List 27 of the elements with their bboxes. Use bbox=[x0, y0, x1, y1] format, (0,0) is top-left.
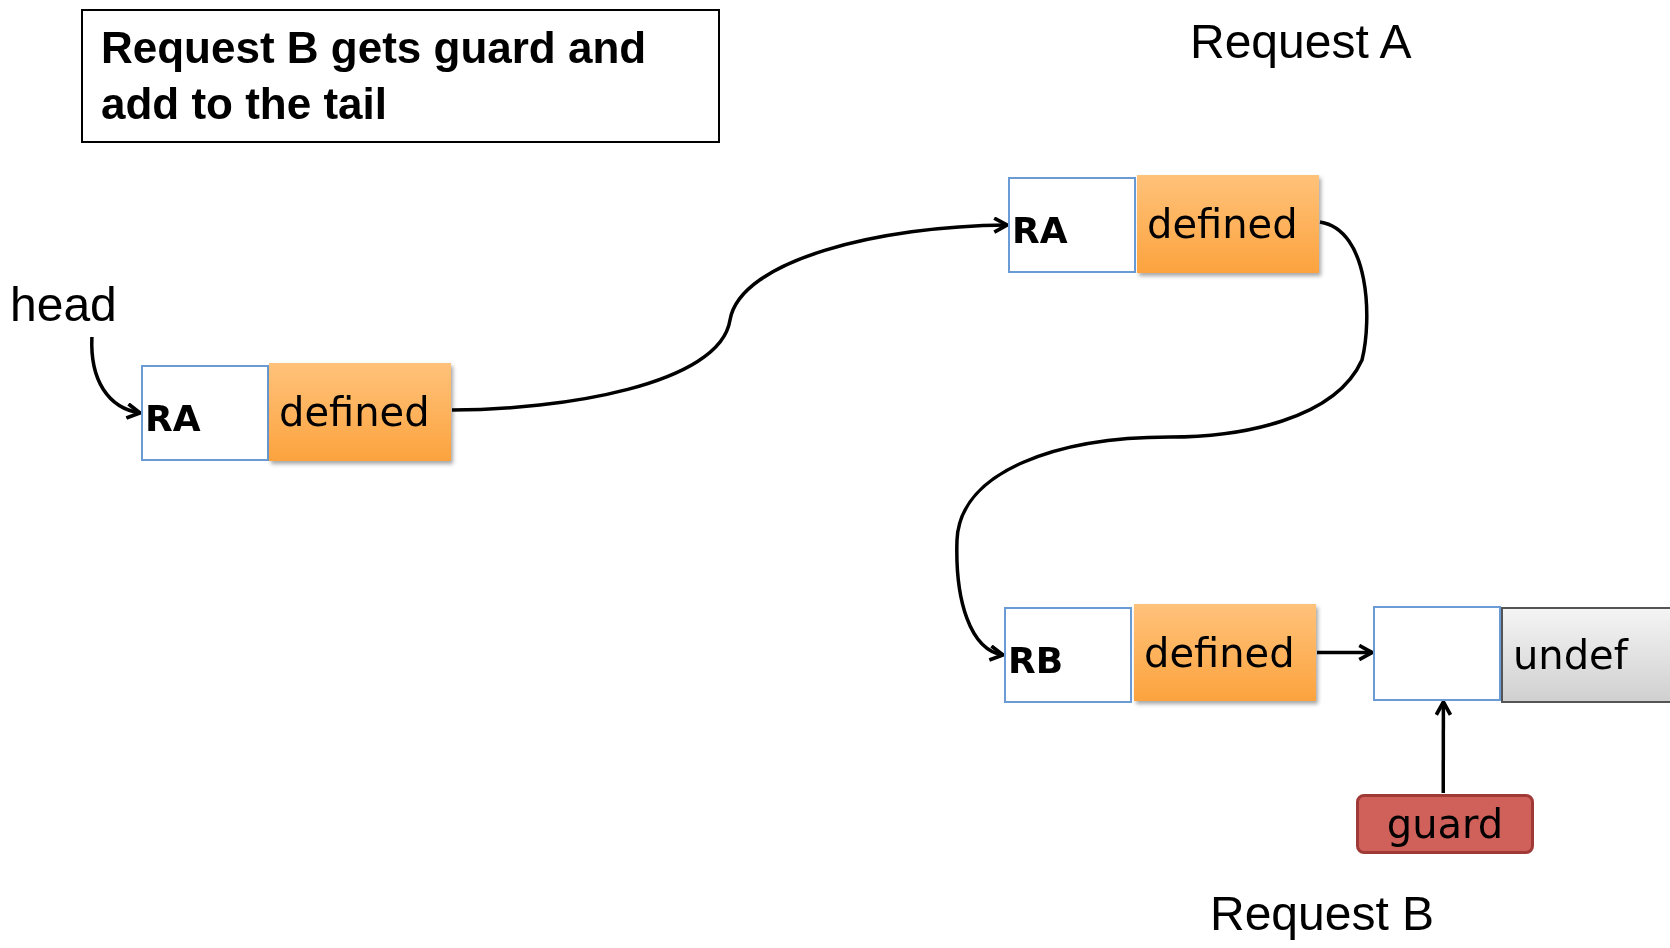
arrow bbox=[451, 216, 1009, 412]
value-cell bbox=[1137, 175, 1319, 273]
guard-box bbox=[1356, 794, 1534, 854]
arrow bbox=[1434, 700, 1453, 793]
title-text: Request B gets guard and add to the tail bbox=[101, 22, 648, 130]
guard-text: guard bbox=[1386, 801, 1504, 847]
arrow bbox=[955, 220, 1369, 661]
key-cell bbox=[1373, 606, 1501, 701]
value-cell bbox=[1501, 607, 1670, 703]
value-cell bbox=[1134, 604, 1316, 701]
value-text: defined bbox=[279, 389, 430, 435]
key-text: RB bbox=[1008, 639, 1064, 681]
value-text: undef bbox=[1513, 632, 1628, 678]
request-label: Request A bbox=[1190, 14, 1412, 69]
title-box bbox=[81, 9, 720, 143]
arrow bbox=[1317, 643, 1374, 662]
value-text: defined bbox=[1144, 629, 1295, 676]
arrow bbox=[90, 337, 142, 419]
request-label: Request B bbox=[1210, 886, 1435, 941]
head-label: head bbox=[10, 276, 117, 332]
value-cell bbox=[269, 363, 451, 461]
key-cell bbox=[141, 365, 269, 461]
key-cell bbox=[1004, 607, 1132, 703]
key-cell bbox=[1008, 177, 1136, 273]
value-text: defined bbox=[1147, 201, 1298, 247]
key-text: RA bbox=[145, 397, 201, 439]
key-text: RA bbox=[1012, 209, 1068, 251]
